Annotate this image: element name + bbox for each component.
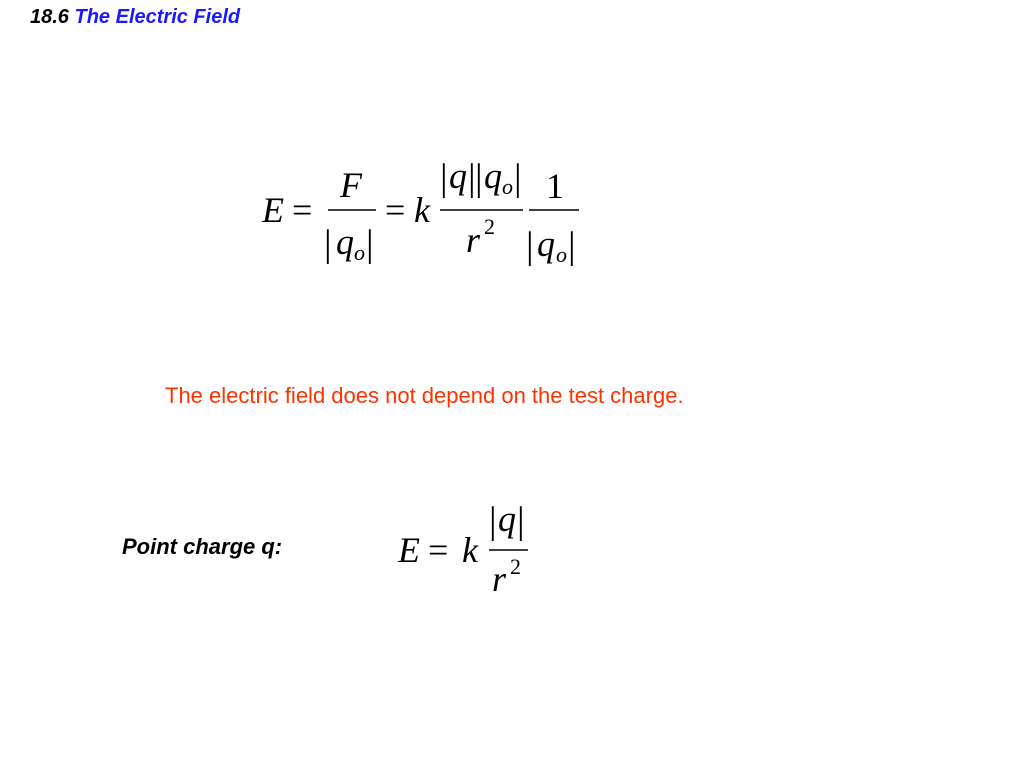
eq2-r-exponent: 2	[510, 554, 521, 579]
eq2-r: r	[492, 559, 507, 599]
section-number: 18.6	[30, 6, 69, 28]
eq1-abs-left-4: |	[526, 225, 534, 267]
eq1-q-3: q	[484, 156, 502, 196]
eq1-one: 1	[546, 166, 564, 206]
eq1-abs-right-2: |	[468, 157, 476, 199]
eq1-abs-left-3: |	[475, 157, 483, 199]
eq1-q-1: q	[336, 222, 354, 262]
eq1-abs-right-4: |	[568, 225, 576, 267]
test-charge-statement: The electric field does not depend on th…	[165, 383, 684, 408]
eq2-E: E	[397, 530, 420, 570]
eq1-q-2: q	[449, 156, 467, 196]
eq1-abs-right-3: |	[514, 157, 522, 199]
eq2-q: q	[498, 499, 516, 539]
eq1-F: F	[339, 165, 363, 205]
eq1-abs-right-1: |	[366, 223, 374, 265]
eq1-r: r	[466, 220, 481, 260]
point-charge-field-equation: E = k | q | r 2	[397, 499, 528, 599]
slide-title: 18.6 The Electric Field	[30, 6, 240, 29]
eq1-o-1: o	[354, 240, 365, 265]
eq1-abs-left-1: |	[324, 223, 332, 265]
eq2-abs-right: |	[517, 500, 525, 542]
electric-field-definition-equation: E = F | q o | = k | q | | q o | r 2 1 | …	[261, 156, 579, 267]
point-charge-label: Point charge q:	[122, 534, 283, 559]
eq1-q-4: q	[537, 224, 555, 264]
eq1-o-3: o	[556, 242, 567, 267]
eq1-k: k	[414, 190, 431, 230]
section-title: The Electric Field	[74, 6, 241, 28]
eq2-abs-left: |	[489, 500, 497, 542]
eq1-o-2: o	[502, 174, 513, 199]
eq2-equals: =	[428, 530, 448, 570]
eq1-abs-left-2: |	[440, 157, 448, 199]
eq1-E: E	[261, 190, 284, 230]
eq1-equals-2: =	[385, 190, 405, 230]
eq1-r-exponent: 2	[484, 214, 495, 239]
eq2-k: k	[462, 530, 479, 570]
eq1-equals-1: =	[292, 190, 312, 230]
